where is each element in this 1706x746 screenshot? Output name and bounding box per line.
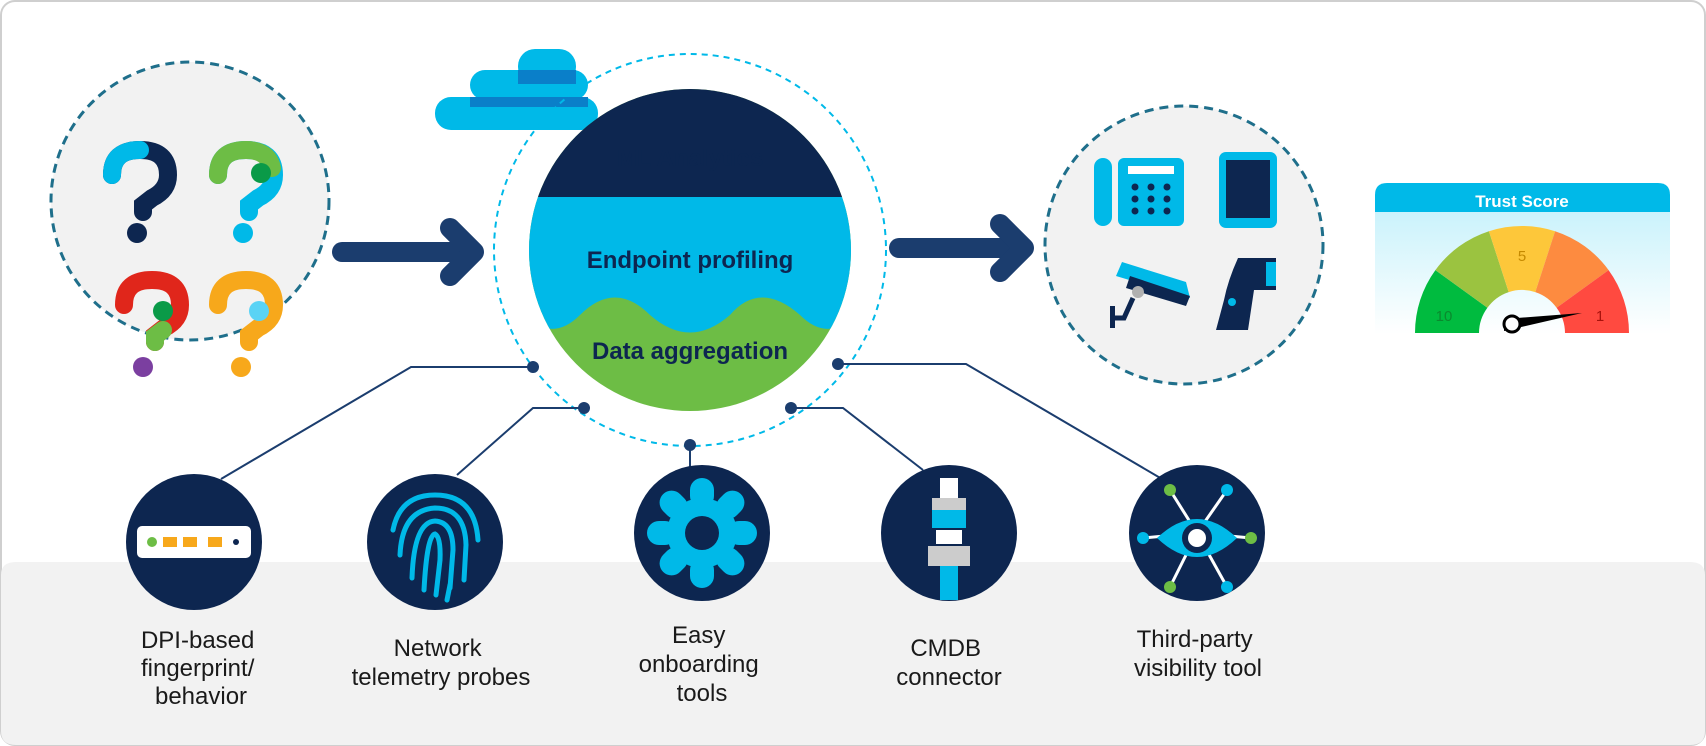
analytics-engine-circle: ML Analytics Endpoint profiling Data agg… [493,53,887,447]
third-party-visibility-source: Third-party visibility tool [1129,465,1265,682]
unknown-devices-circle [49,60,331,377]
input-label: DPI-based fingerprint/ behavior [141,627,261,710]
ip-phone-icon [1094,158,1184,226]
connector-lines [220,363,1163,480]
gauge-needle [1502,313,1582,334]
cloud-icon [435,49,598,130]
question-mark-icon [209,140,284,243]
dpi-fingerprint-source: DPI-based fingerprint/ behavior [126,474,262,710]
input-label: Network telemetry probes [352,635,531,691]
scale-label-mid: 5 [1518,248,1526,265]
router-icon [137,526,251,558]
cmdb-connector-source: CMDB connector [881,465,1017,691]
onboarding-tools-source: Easy onboarding tools [634,465,770,707]
input-label: Third-party visibility tool [1134,626,1262,682]
tablet-icon [1219,152,1277,228]
trust-score-gauge: Trust Score 10 5 1 [1375,183,1670,334]
network-telemetry-source: Network telemetry probes [352,474,531,691]
fingerprint-icon [390,492,481,603]
scale-label-low: 1 [1596,308,1604,325]
security-camera-icon [1110,262,1190,328]
connector-plug-icon [928,478,970,600]
eye-network-icon [1137,484,1257,593]
barcode-scanner-icon [1216,258,1276,330]
gear-icon [647,478,757,588]
ml-analytics-label: ML Analytics [617,145,764,172]
flow-arrow [332,218,484,286]
flow-arrow [889,214,1034,282]
input-label: Easy onboarding tools [639,622,766,707]
data-aggregation-label: Data aggregation [592,338,788,365]
question-mark-icon [209,270,284,377]
question-mark-icon [103,140,178,243]
question-mark-icon [115,270,190,377]
connector-dots [527,358,844,451]
identified-devices-circle [1043,104,1325,386]
endpoint-profiling-label: Endpoint profiling [587,247,794,274]
scale-label-high: 10 [1436,308,1453,325]
trust-score-title: Trust Score [1475,192,1569,211]
input-label: CMDB connector [896,635,1001,691]
